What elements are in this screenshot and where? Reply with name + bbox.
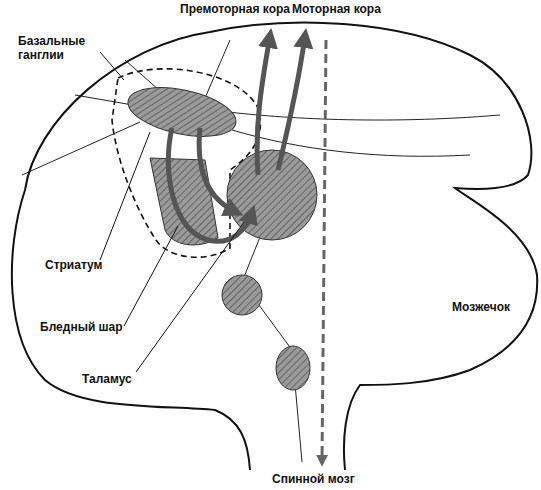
fibre xyxy=(205,40,230,98)
leader-line xyxy=(124,226,178,326)
thalamus-to-premotor xyxy=(257,36,270,175)
globus-pallidus xyxy=(150,158,218,245)
part-label: Бледный шар xyxy=(40,320,123,334)
fibre xyxy=(22,122,140,175)
area-label: Премоторная кора xyxy=(180,2,290,16)
loop-arrow xyxy=(199,128,236,212)
corticospinal-tract xyxy=(322,40,326,462)
motor-loop xyxy=(168,36,305,241)
area-label: Моторная кора xyxy=(292,2,381,16)
striatum xyxy=(124,79,241,145)
brain-outline xyxy=(12,23,537,470)
basal-ganglia-outline xyxy=(112,69,260,257)
part-label: Мозжечок xyxy=(452,300,510,314)
part-label: Таламус xyxy=(82,372,132,386)
loop-arrow xyxy=(168,128,252,241)
leader-line xyxy=(100,52,124,80)
leader-line xyxy=(100,132,150,260)
brainstem-nucleus xyxy=(276,346,310,390)
leader-line xyxy=(136,222,244,372)
part-label: Спинной мозг xyxy=(272,472,355,486)
group-label: Базальные ганглии xyxy=(18,34,100,62)
fibre xyxy=(228,112,500,120)
subthalamic-nucleus xyxy=(222,275,262,315)
thalamus-to-motor xyxy=(278,36,305,170)
part-label: Стриатум xyxy=(45,258,103,272)
